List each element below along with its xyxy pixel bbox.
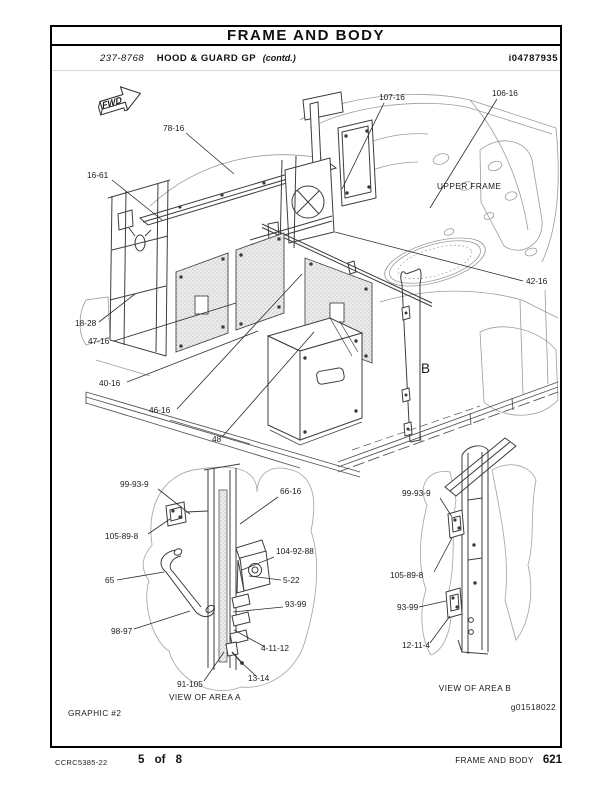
area-b-marker: B (421, 361, 430, 376)
callout-a-65: 65 (105, 575, 115, 585)
callout-47-16: 47-16 (88, 336, 110, 346)
callout-78-16: 78-16 (163, 123, 185, 133)
form-number: CCRC5385-22 (55, 758, 108, 767)
contd-note: (contd.) (262, 53, 296, 63)
footer-section-title: FRAME AND BODY (455, 756, 534, 765)
callout-48: 48 (212, 434, 222, 444)
page-footer: CCRC5385-22 5 of 8 FRAME AND BODY 621 (50, 754, 562, 770)
callout-42-16: 42-16 (526, 276, 548, 286)
footer-right: FRAME AND BODY 621 (455, 754, 562, 766)
upper-guard-panel (284, 91, 377, 244)
post-b (400, 268, 422, 443)
callout-a-93-99: 93-99 (285, 599, 307, 609)
foreground-guard-box (266, 317, 364, 446)
graphic-label: GRAPHIC #2 (68, 708, 121, 718)
callout-a-91-105: 91-105 (177, 679, 203, 689)
part-name: HOOD & GUARD GP (156, 53, 257, 64)
callout-a-5-22: 5-22 (283, 575, 300, 585)
callout-b-99-93-9: 99-93-9 (402, 488, 431, 498)
subtitle-divider (52, 70, 560, 71)
callout-b-93-99: 93-99 (397, 602, 419, 612)
graphic-id: g01518022 (511, 702, 556, 712)
view-area-b: 99-93-9 105-89-8 93-99 12-11-4 VIEW OF A… (390, 437, 537, 693)
fwd-arrow-label: FWD (101, 95, 123, 111)
main-callouts: 107-16 106-16 78-16 16-61 UPPER FRAME 42… (75, 88, 548, 444)
callout-107-16: 107-16 (379, 92, 405, 102)
upper-frame-background (79, 94, 559, 416)
hood-guard-assembly (107, 91, 433, 357)
subtitle-row: 237-8768 HOOD & GUARD GP (contd.) i04787… (52, 53, 560, 67)
upper-frame-label: UPPER FRAME (437, 181, 501, 191)
callout-b-105-89-8: 105-89-8 (390, 570, 424, 580)
callout-a-13-14: 13-14 (248, 673, 270, 683)
page-header: FRAME AND BODY (50, 25, 562, 46)
swing-bearing (384, 237, 486, 287)
area-b-outline (419, 464, 537, 656)
part-number: 237-8768 (100, 53, 145, 64)
tie-rod (261, 223, 433, 307)
callout-46-16: 46-16 (149, 405, 171, 415)
footer-page-number: 621 (542, 754, 562, 766)
left-guard-cage (107, 179, 171, 357)
view-a-caption: VIEW OF AREA A (169, 692, 241, 702)
callout-b-12-11-4: 12-11-4 (402, 640, 430, 650)
page-title: FRAME AND BODY (227, 27, 385, 44)
callout-a-99-93-9: 99-93-9 (120, 479, 149, 489)
frame-rails (85, 381, 559, 478)
callout-a-105-89-8: 105-89-8 (105, 531, 139, 541)
callout-40-16: 40-16 (99, 378, 121, 388)
graphic-captions: GRAPHIC #2 g01518022 (68, 702, 556, 718)
callout-16-61: 16-61 (87, 170, 109, 180)
callout-106-16: 106-16 (492, 88, 518, 98)
media-id: i04787935 (508, 53, 558, 64)
fwd-arrow: FWD (97, 86, 142, 116)
part-heading: 237-8768 HOOD & GUARD GP (contd.) (100, 53, 296, 64)
view-area-a: 99-93-9 66-16 105-89-8 104-92-88 65 5-22… (105, 463, 318, 702)
callout-a-66-16: 66-16 (280, 486, 302, 496)
callout-a-4-11-12: 4-11-12 (261, 643, 289, 653)
callout-18-28: 18-28 (75, 318, 97, 328)
view-b-caption: VIEW OF AREA B (439, 683, 512, 693)
page-position: 5 of 8 (138, 754, 183, 766)
callout-a-104-92-88: 104-92-88 (276, 546, 314, 556)
callout-a-98-97: 98-97 (111, 626, 133, 636)
